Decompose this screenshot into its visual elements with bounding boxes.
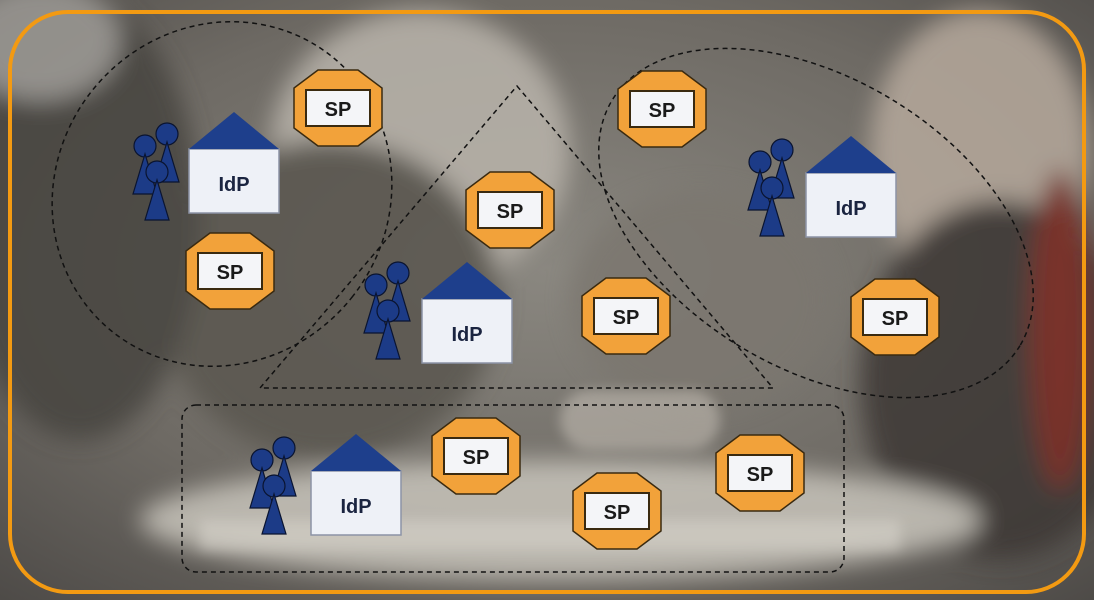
- sp-box: [584, 492, 650, 530]
- sp-node: SP: [617, 70, 707, 148]
- sp-label: SP: [463, 447, 490, 469]
- group-boundary-triangle: [258, 84, 775, 389]
- sp-node: SP: [293, 69, 383, 147]
- idp-label: IdP: [835, 198, 866, 220]
- sp-label: SP: [747, 464, 774, 486]
- group-boundary-ellipse-right: [598, 47, 1034, 399]
- sp-box: [305, 89, 371, 127]
- users-icon: [132, 122, 180, 221]
- person-figure: [363, 273, 389, 334]
- person-figure: [759, 176, 785, 237]
- idp-label: IdP: [218, 174, 249, 196]
- person-figure: [132, 134, 158, 195]
- sp-label: SP: [217, 262, 244, 284]
- sp-box: [727, 454, 793, 492]
- sp-box: [197, 252, 263, 290]
- sp-node: SP: [185, 232, 275, 310]
- person-figure: [261, 474, 287, 535]
- person-figure: [375, 299, 401, 360]
- sp-node: SP: [431, 417, 521, 495]
- house-icon: [422, 262, 512, 299]
- sp-label: SP: [604, 502, 631, 524]
- idp-node: IdP: [188, 112, 280, 214]
- idp-box: [421, 298, 513, 364]
- idp-label: IdP: [451, 324, 482, 346]
- group-boundary-rectangle: [181, 404, 845, 573]
- idp-node: IdP: [310, 434, 402, 536]
- person-figure: [144, 160, 170, 221]
- group-bottom: IdP SP SP SP: [249, 417, 805, 550]
- outer-frame: [8, 10, 1086, 594]
- sp-node: SP: [715, 434, 805, 512]
- sp-label: SP: [649, 100, 676, 122]
- sp-box: [629, 90, 695, 128]
- group-right: IdP SP SP: [617, 70, 940, 356]
- users-icon: [249, 436, 297, 535]
- users-icon: [363, 261, 411, 360]
- idp-node: IdP: [805, 136, 897, 238]
- sp-node: SP: [465, 171, 555, 249]
- sp-label: SP: [325, 99, 352, 121]
- group-boundary-ellipse-left: [51, 20, 393, 368]
- idp-box: [805, 172, 897, 238]
- sp-box: [593, 297, 659, 335]
- sp-box: [862, 298, 928, 336]
- idp-node: IdP: [421, 262, 513, 364]
- house-icon: [806, 136, 896, 173]
- sp-box: [477, 191, 543, 229]
- sp-node: SP: [850, 278, 940, 356]
- house-icon: [311, 434, 401, 471]
- group-boundaries: [51, 20, 1034, 573]
- sp-node: SP: [572, 472, 662, 550]
- house-icon: [189, 112, 279, 149]
- idp-label: IdP: [340, 496, 371, 518]
- person-figure: [747, 150, 773, 211]
- sp-label: SP: [497, 201, 524, 223]
- sp-node: SP: [581, 277, 671, 355]
- person-figure: [249, 448, 275, 509]
- sp-label: SP: [882, 308, 909, 330]
- group-left: IdP SP SP: [132, 69, 383, 310]
- group-center: IdP SP SP: [363, 171, 671, 364]
- users-icon: [747, 138, 795, 237]
- sp-label: SP: [613, 307, 640, 329]
- sp-box: [443, 437, 509, 475]
